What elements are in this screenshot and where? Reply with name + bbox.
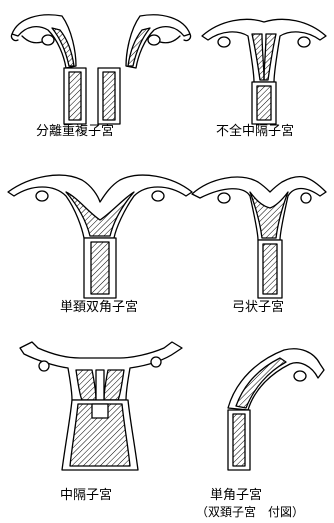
diagram-separate-duplicated-uterus: [11, 15, 190, 124]
footnote: （双頚子宮 付図）: [196, 503, 304, 520]
diagram-unicollis-bicornuate-uterus: [8, 175, 192, 298]
caption-incomplete-septate-uterus: 不全中隔子宮: [216, 120, 294, 139]
diagram-septate-uterus: [20, 342, 182, 470]
caption-unicollis-bicornuate-uterus: 単頚双角子宮: [60, 296, 138, 315]
diagram-unicornuate-uterus: [228, 349, 324, 470]
caption-septate-uterus: 中隔子宮: [60, 484, 112, 503]
caption-unicornuate-uterus: 単角子宮: [210, 484, 262, 503]
diagram-incomplete-septate-uterus: [202, 19, 326, 124]
caption-separate-duplicated-uterus: 分離重複子宮: [36, 120, 114, 139]
diagram-arcuate-uterus: [192, 177, 326, 298]
caption-arcuate-uterus: 弓状子宮: [232, 296, 284, 315]
